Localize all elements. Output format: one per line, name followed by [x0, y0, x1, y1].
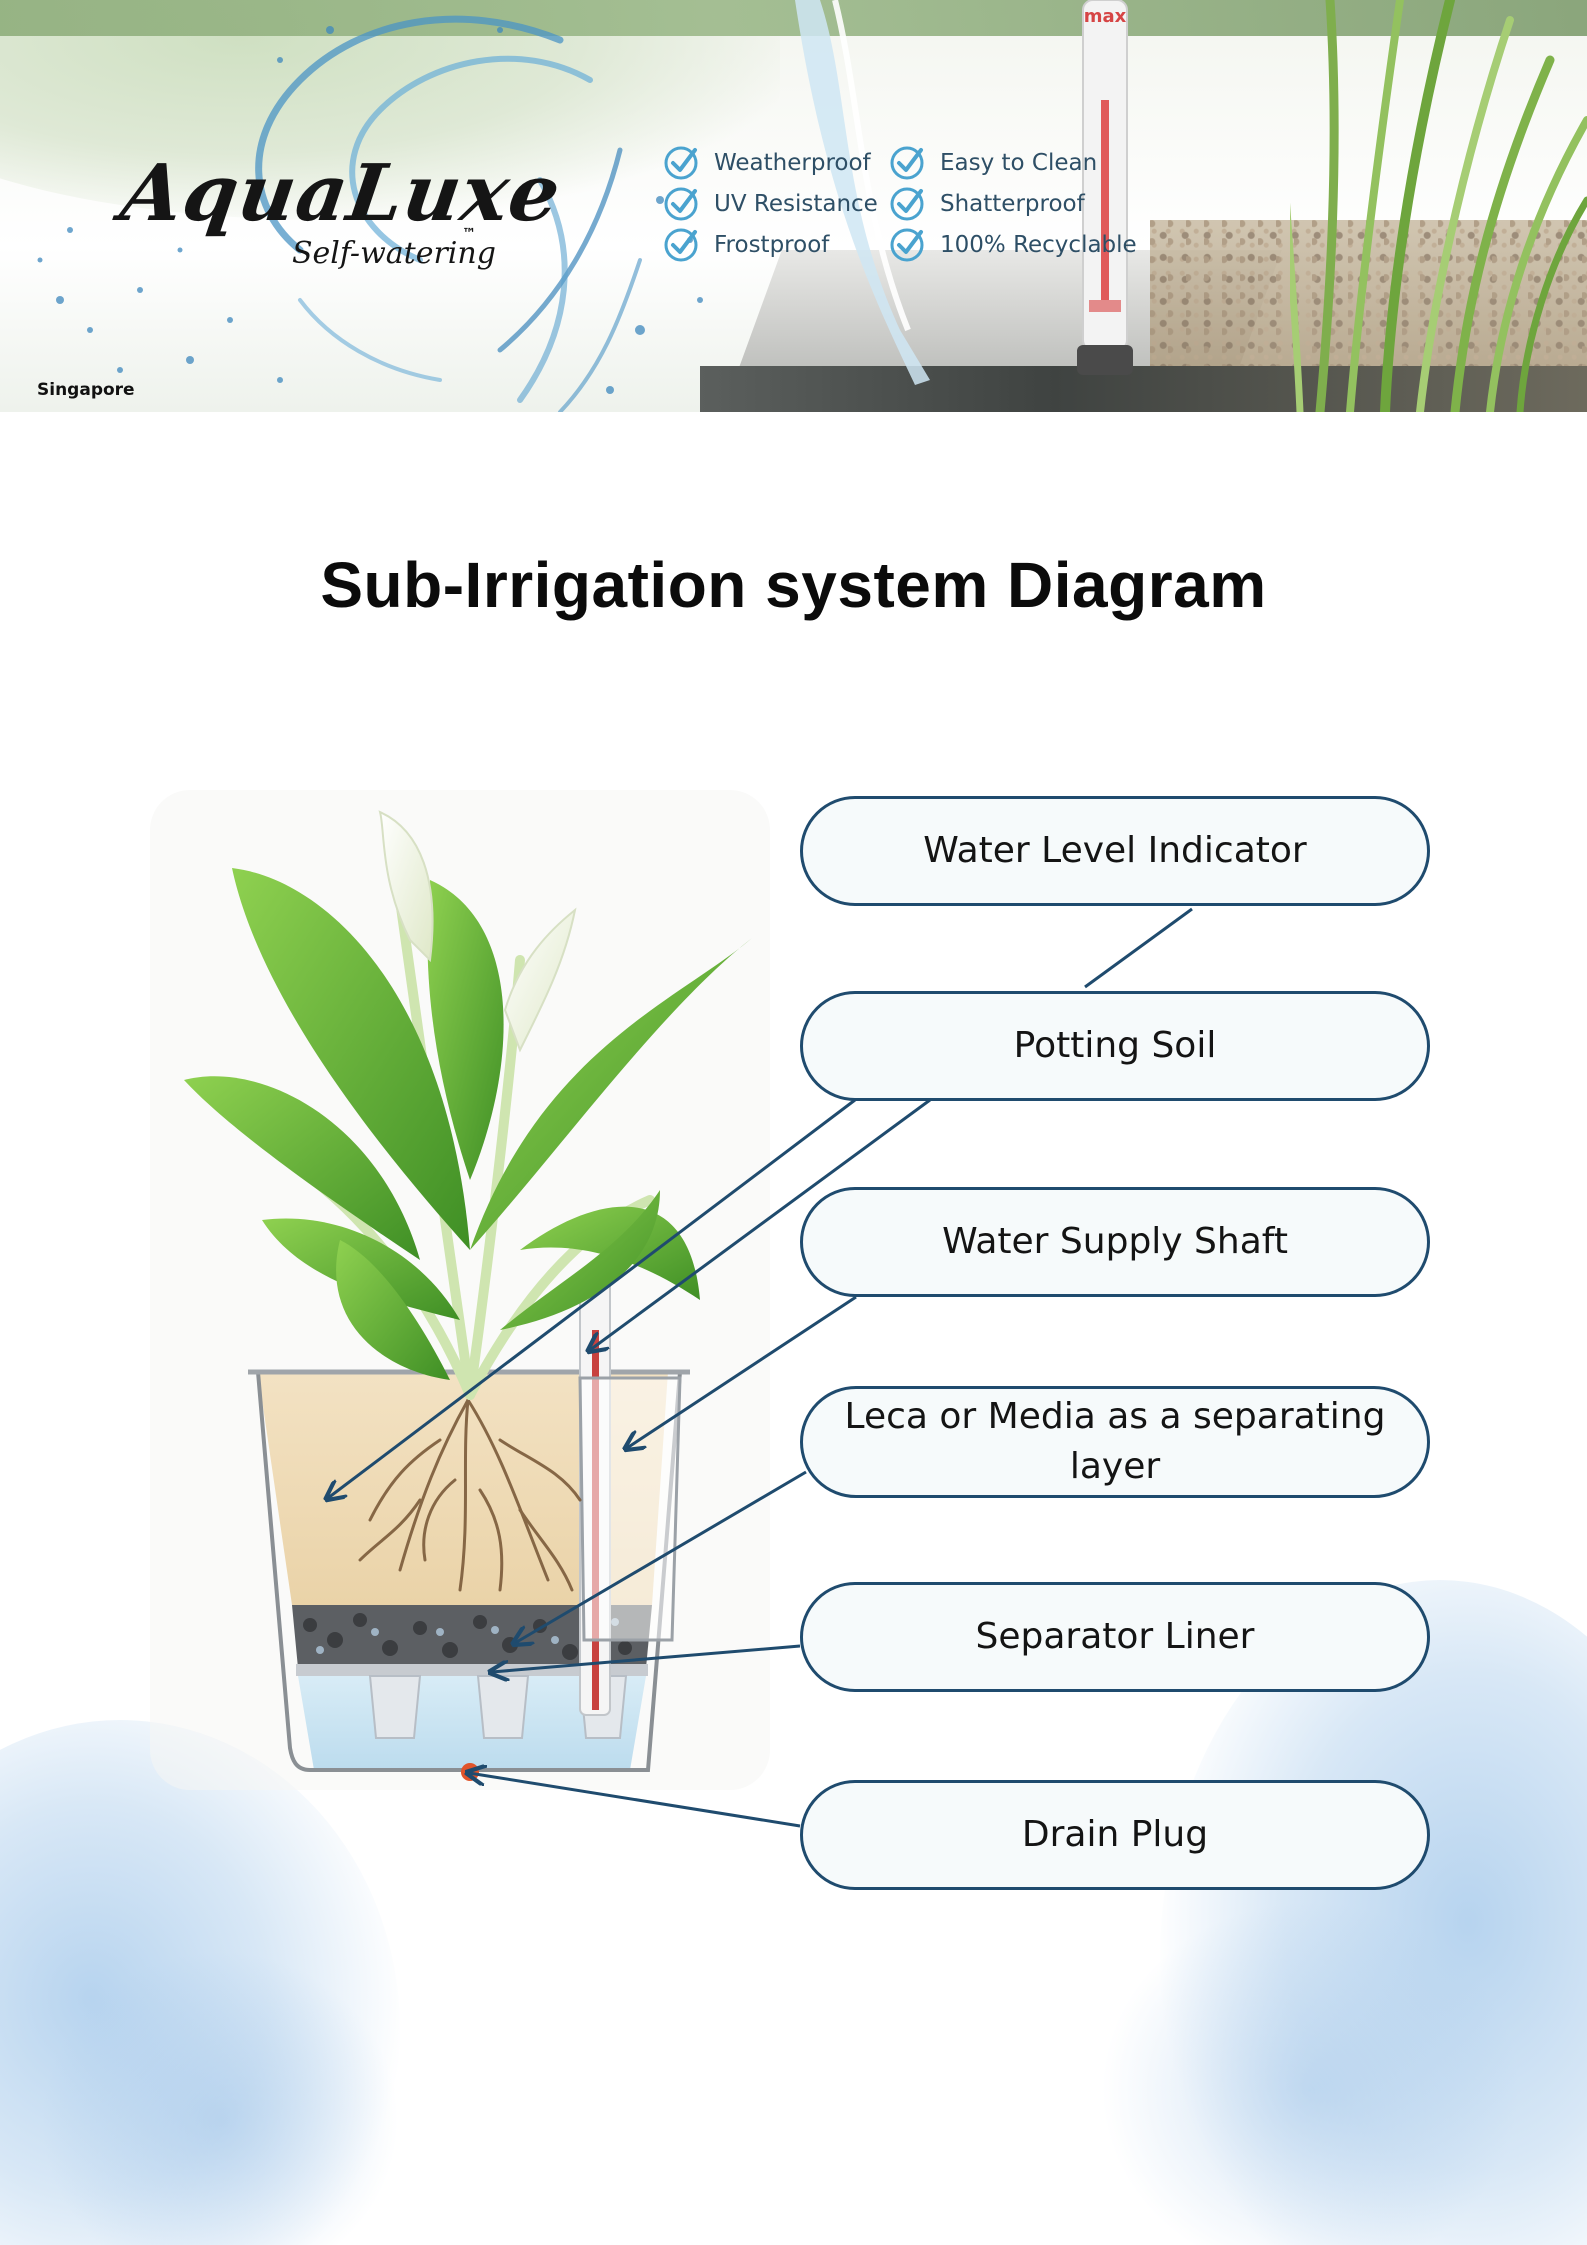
- checkmark-icon: [664, 146, 698, 180]
- leader-lines: [328, 907, 1193, 1828]
- label-potting-soil: Potting Soil: [800, 991, 1430, 1101]
- feature-label: 100% Recyclable: [940, 232, 1137, 258]
- checkmark-icon: [664, 187, 698, 221]
- leader-line-water-supply-shaft: [627, 1295, 857, 1448]
- label-text: Water Level Indicator: [923, 830, 1307, 871]
- feature-item: Weatherproof: [662, 144, 871, 182]
- checkmark-icon: [890, 228, 924, 262]
- label-leca-separating-layer: Leca or Media as a separating layer: [800, 1386, 1430, 1498]
- checkmark-icon: [664, 228, 698, 262]
- banner: max: [0, 0, 1587, 412]
- grass-plant-image: [1290, 0, 1587, 412]
- feature-item: Easy to Clean: [888, 144, 1097, 182]
- feature-item: Frostproof: [662, 226, 829, 264]
- feature-item: Shatterproof: [888, 185, 1085, 223]
- banner-bottom-strip: [700, 366, 1587, 412]
- leader-line-potting-soil: [328, 1098, 856, 1498]
- label-text: Potting Soil: [1013, 1025, 1217, 1066]
- feature-label: Frostproof: [714, 232, 830, 258]
- label-text: Drain Plug: [1021, 1814, 1209, 1855]
- checkmark-icon: [890, 187, 924, 221]
- feature-label: UV Resistance: [714, 191, 878, 217]
- label-drain-plug: Drain Plug: [800, 1780, 1430, 1890]
- leader-line-drain-plug: [469, 1773, 801, 1828]
- peace-lily-plant: [184, 810, 752, 1400]
- checkmark-icon: [890, 146, 924, 180]
- leader-line-potting-soil-2: [590, 1098, 931, 1350]
- feature-label: Easy to Clean: [940, 150, 1098, 176]
- trademark-symbol: ™: [462, 226, 476, 242]
- label-text: Leca or Media as a separating layer: [844, 1396, 1386, 1487]
- water-level-tube-image: max: [1077, 0, 1133, 375]
- plant-roots: [358, 1398, 582, 1592]
- label-separator-liner: Separator Liner: [800, 1582, 1430, 1692]
- water-supply-shaft: [578, 1376, 682, 1642]
- leader-line-leca: [515, 1470, 807, 1643]
- water-splash-image: [37, 15, 703, 412]
- svg-text:max: max: [1084, 6, 1127, 27]
- feature-label: Shatterproof: [940, 191, 1085, 217]
- brand-tagline: Self-watering: [292, 236, 496, 271]
- water-stream-image: [795, 0, 930, 385]
- page-title: Sub-Irrigation system Diagram: [320, 549, 1267, 621]
- label-text: Water Supply Shaft: [942, 1221, 1288, 1262]
- leader-line-water-level-indicator: [1084, 907, 1193, 989]
- feature-item: 100% Recyclable: [888, 226, 1137, 264]
- label-water-level-indicator: Water Level Indicator: [800, 796, 1430, 906]
- region-label: Singapore: [37, 380, 135, 400]
- feature-item: UV Resistance: [662, 185, 878, 223]
- feature-label: Weatherproof: [714, 150, 871, 176]
- label-text: Separator Liner: [975, 1616, 1255, 1657]
- leader-line-separator-liner: [492, 1644, 801, 1672]
- label-water-supply-shaft: Water Supply Shaft: [800, 1187, 1430, 1297]
- banner-top-strip: [0, 0, 1587, 36]
